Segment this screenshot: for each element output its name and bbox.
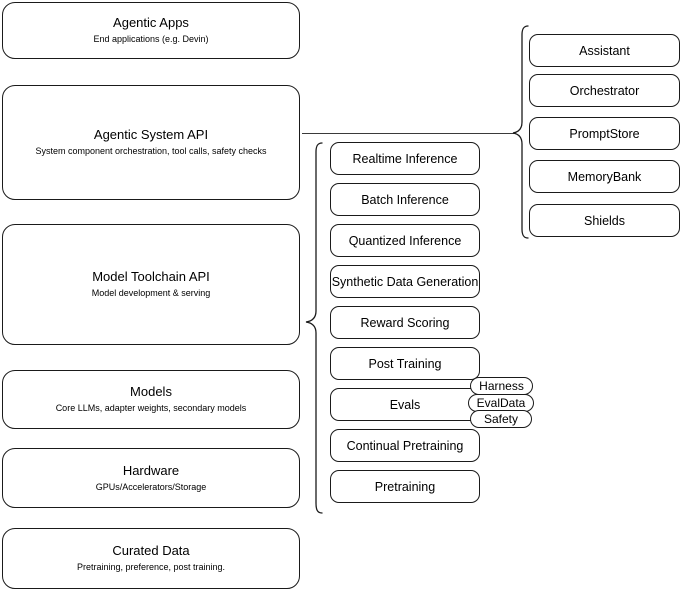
layer-subtitle: End applications (e.g. Devin): [93, 34, 209, 44]
chip-evals[interactable]: Evals: [330, 388, 480, 421]
chip-label: MemoryBank: [567, 169, 642, 184]
chip-reward-scoring[interactable]: Reward Scoring: [330, 306, 480, 339]
layer-title: Agentic System API: [93, 127, 209, 142]
chip-label: Orchestrator: [569, 83, 640, 98]
chip-label: Batch Inference: [361, 192, 449, 207]
chip-label: Quantized Inference: [348, 233, 462, 248]
layer-title: Model Toolchain API: [92, 269, 210, 284]
chip-label: Synthetic Data Generation: [331, 274, 479, 289]
layer-subtitle: Core LLMs, adapter weights, secondary mo…: [55, 403, 247, 413]
chip-label: Evals: [389, 397, 421, 412]
chip-promptstore[interactable]: PromptStore: [529, 117, 680, 150]
chip-post-training[interactable]: Post Training: [330, 347, 480, 380]
chip-label: Continual Pretraining: [346, 438, 464, 453]
layer-subtitle: Pretraining, preference, post training.: [76, 562, 226, 572]
layer-agentic-system-api[interactable]: Agentic System API System component orch…: [2, 85, 300, 200]
layer-agentic-apps[interactable]: Agentic Apps End applications (e.g. Devi…: [2, 2, 300, 59]
badge-harness[interactable]: Harness: [470, 377, 533, 395]
chip-quantized-inference[interactable]: Quantized Inference: [330, 224, 480, 257]
badge-safety[interactable]: Safety: [470, 410, 532, 428]
layer-curated-data[interactable]: Curated Data Pretraining, preference, po…: [2, 528, 300, 589]
layer-subtitle: GPUs/Accelerators/Storage: [95, 481, 207, 492]
chip-assistant[interactable]: Assistant: [529, 34, 680, 67]
chip-label: Post Training: [368, 356, 442, 371]
chip-realtime-inference[interactable]: Realtime Inference: [330, 142, 480, 175]
brace-toolchain-capabilities: [303, 141, 323, 516]
chip-label: PromptStore: [569, 126, 640, 141]
layer-title: Hardware: [122, 462, 180, 478]
chip-pretraining[interactable]: Pretraining: [330, 470, 480, 503]
layer-title: Agentic Apps: [113, 15, 189, 30]
chip-shields[interactable]: Shields: [529, 204, 680, 237]
connector-line-system-api: [302, 133, 515, 134]
chip-synthetic-data-generation[interactable]: Synthetic Data Generation: [330, 265, 480, 298]
layer-subtitle: Model development & serving: [91, 288, 211, 298]
chip-label: Reward Scoring: [360, 315, 450, 330]
layer-models[interactable]: Models Core LLMs, adapter weights, secon…: [2, 370, 300, 429]
chip-label: Realtime Inference: [352, 151, 458, 166]
layer-hardware[interactable]: Hardware GPUs/Accelerators/Storage: [2, 448, 300, 508]
chip-label: Assistant: [579, 43, 630, 58]
chip-orchestrator[interactable]: Orchestrator: [529, 74, 680, 107]
chip-memorybank[interactable]: MemoryBank: [529, 160, 680, 193]
brace-system-components: [510, 24, 530, 240]
layer-title: Curated Data: [112, 543, 190, 558]
chip-batch-inference[interactable]: Batch Inference: [330, 183, 480, 216]
chip-label: Pretraining: [374, 479, 436, 494]
chip-label: Shields: [584, 213, 625, 228]
layer-title: Models: [130, 384, 172, 399]
chip-continual-pretraining[interactable]: Continual Pretraining: [330, 429, 480, 462]
layer-model-toolchain-api[interactable]: Model Toolchain API Model development & …: [2, 224, 300, 345]
layer-subtitle: System component orchestration, tool cal…: [35, 146, 267, 156]
